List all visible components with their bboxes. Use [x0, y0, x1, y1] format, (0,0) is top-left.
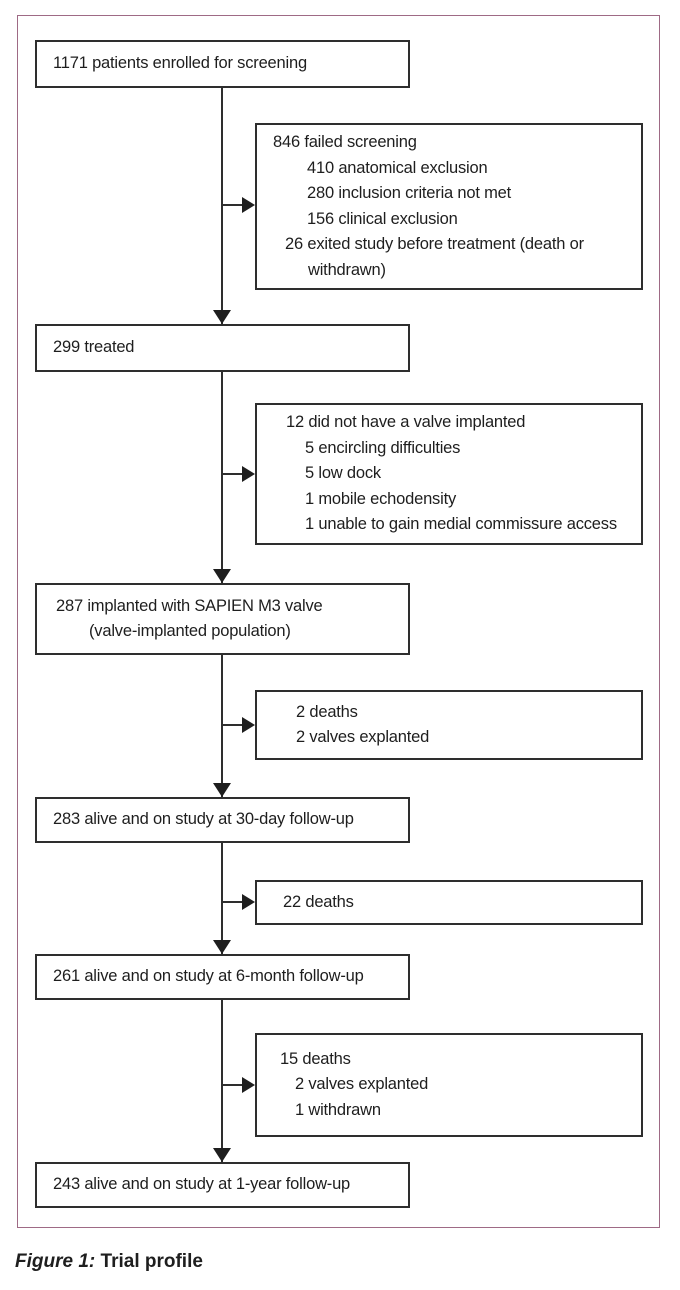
arrow-right-icon — [242, 717, 255, 733]
arrow-right-icon — [242, 894, 255, 910]
flow-box-deaths-6-month: 22 deaths — [255, 880, 643, 925]
connector-branch-failed-screening — [222, 204, 243, 206]
flow-box-text: 15 deaths — [280, 1049, 351, 1068]
flow-box-text: 1 mobile echodensity — [305, 489, 457, 508]
flow-box-text: 283 alive and on study at 30-day follow-… — [53, 810, 354, 829]
arrow-down-icon — [213, 1148, 231, 1162]
flow-box-text: 156 clinical exclusion — [307, 209, 458, 228]
flow-box-text: 287 implanted with SAPIEN M3 valve — [56, 596, 323, 615]
flow-box-text: 22 deaths — [283, 892, 354, 911]
flow-box-text: 2 valves explanted — [296, 728, 430, 746]
flow-box-implanted: 287 implanted with SAPIEN M3 valve (valv… — [35, 583, 410, 655]
flow-box-treated: 299 treated — [35, 324, 410, 372]
flow-box-text: 410 anatomical exclusion — [307, 158, 488, 177]
flow-box-text: 846 failed screening — [273, 133, 417, 151]
flow-box-followup-30-day: 283 alive and on study at 30-day follow-… — [35, 797, 410, 843]
arrow-down-icon — [213, 569, 231, 583]
flow-box-text: 261 alive and on study at 6-month follow… — [53, 967, 364, 986]
flow-box-deaths-explants-30-day: 2 deaths 2 valves explanted — [255, 690, 643, 760]
flow-box-text: withdrawn) — [308, 260, 386, 279]
connector-line-treated-implanted — [221, 372, 223, 583]
flow-box-text: 2 deaths — [296, 702, 358, 721]
connector-branch-deaths-explants-1-year — [222, 1084, 243, 1086]
arrow-down-icon — [213, 783, 231, 797]
flow-box-text: (valve-implanted population) — [89, 622, 291, 640]
flow-box-no-valve-implanted: 12 did not have a valve implanted 5 enci… — [255, 403, 643, 545]
connector-line-6-month-1-year — [221, 1000, 223, 1162]
arrow-right-icon — [242, 466, 255, 482]
flow-box-text: 5 encircling difficulties — [305, 438, 461, 457]
arrow-down-icon — [213, 310, 231, 324]
connector-line-enrolled-treated — [221, 88, 223, 324]
flow-box-text: 5 low dock — [305, 464, 381, 483]
flow-box-text: 2 valves explanted — [295, 1075, 429, 1094]
connector-line-implanted-30-day — [221, 655, 223, 797]
connector-branch-deaths-explants-30-day — [222, 724, 243, 726]
flow-box-text: 280 inclusion criteria not met — [307, 184, 512, 202]
arrow-down-icon — [213, 940, 231, 954]
flow-box-followup-1-year: 243 alive and on study at 1-year follow-… — [35, 1162, 410, 1208]
flow-box-text: 1 withdrawn — [295, 1100, 381, 1119]
flow-box-text: 243 alive and on study at 1-year follow-… — [53, 1175, 351, 1194]
figure-caption: Figure 1: Trial profile — [15, 1251, 203, 1273]
flow-box-text: 299 treated — [53, 338, 135, 357]
connector-line-30-day-6-month — [221, 843, 223, 954]
connector-branch-deaths-6-month — [222, 901, 243, 903]
flow-box-text: 26 exited study before treatment (death … — [285, 235, 584, 253]
connector-branch-no-valve-implanted — [222, 473, 243, 475]
arrow-right-icon — [242, 1077, 255, 1093]
figure-caption-label: Figure 1: — [15, 1251, 96, 1272]
flow-box-enrolled: 1171 patients enrolled for screening — [35, 40, 410, 88]
flow-box-text: 1171 patients enrolled for screening — [53, 54, 307, 73]
flow-box-failed-screening: 846 failed screening 410 anatomical excl… — [255, 123, 643, 290]
flow-box-text: 1 unable to gain medial commissure acces… — [305, 515, 617, 534]
flow-box-text: 12 did not have a valve implanted — [286, 413, 526, 432]
flow-box-followup-6-month: 261 alive and on study at 6-month follow… — [35, 954, 410, 1000]
arrow-right-icon — [242, 197, 255, 213]
flow-box-deaths-explants-1-year: 15 deaths 2 valves explanted 1 withdrawn — [255, 1033, 643, 1137]
figure-caption-title: Trial profile — [100, 1251, 203, 1272]
